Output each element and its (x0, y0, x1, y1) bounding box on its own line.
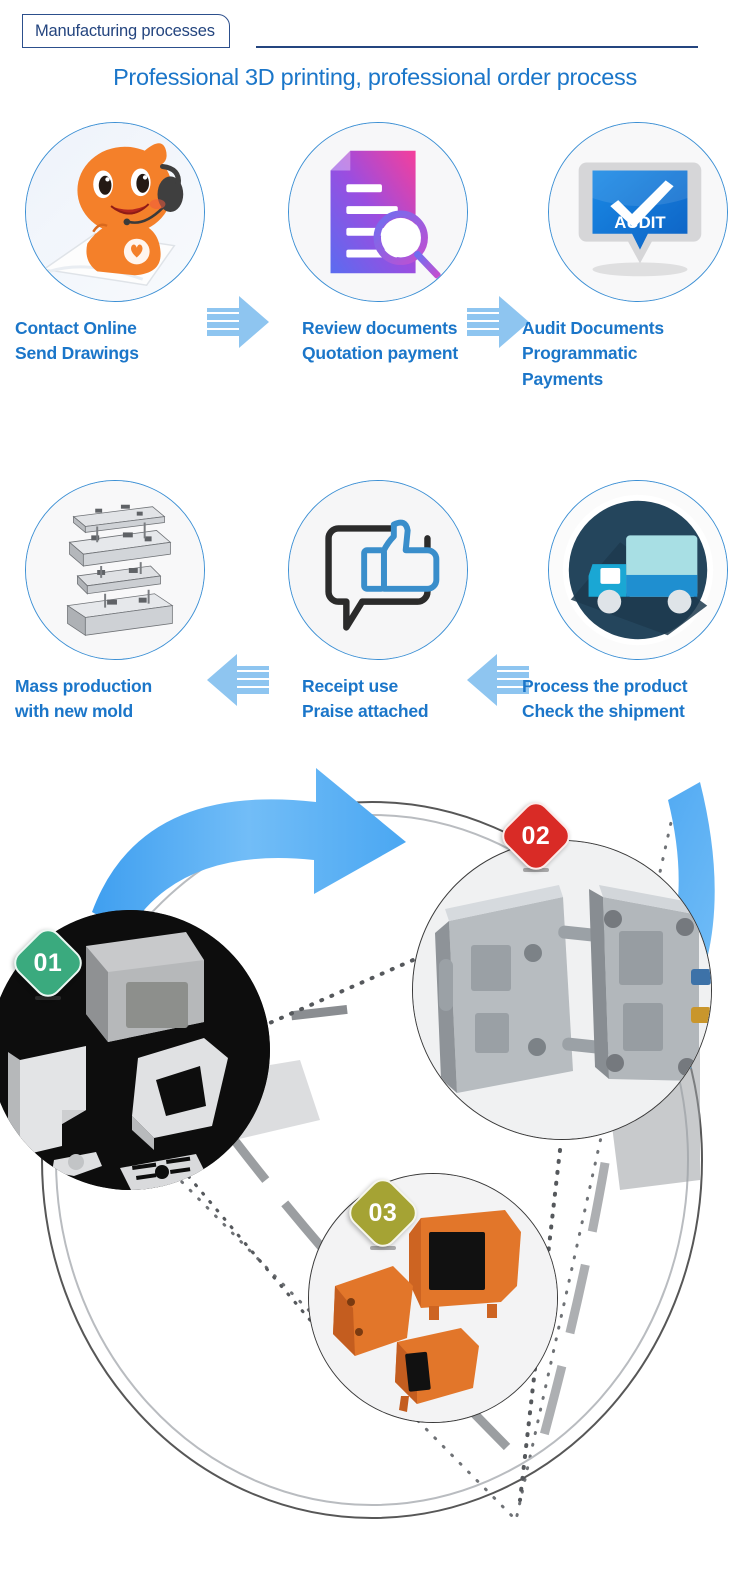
step-caption-line-3: Payments (522, 368, 604, 389)
step-caption-line-1: Mass production (15, 676, 153, 696)
exploded-mold-assembly-icon (26, 481, 204, 659)
step-caption: Mass production with new mold (0, 674, 235, 725)
step-caption-line-2: with new mold (15, 701, 133, 722)
page-title: Professional 3D printing, professional o… (113, 64, 637, 90)
step-caption: Audit Documents Programmatic Payments (518, 316, 750, 392)
document-review-icon (289, 123, 467, 301)
step-caption-line-2: Programmatic (522, 343, 638, 364)
step-icon-circle (25, 122, 205, 302)
step-caption-line-2: Send Drawings (15, 343, 139, 364)
molded-orange-parts-photo (308, 1173, 558, 1423)
step-caption: Receipt use Praise attached (258, 674, 498, 725)
page-header: Manufacturing processes Professional 3D … (0, 0, 750, 112)
node-badge-number: 01 (33, 948, 63, 977)
step-caption-line-1: Review documents (302, 318, 458, 338)
process-step-receipt-use: Receipt use Praise attached (258, 480, 498, 725)
step-caption: Review documents Quotation payment (258, 316, 498, 367)
flow-arrow-left-icon (205, 652, 271, 708)
section-tab-label: Manufacturing processes (22, 14, 230, 48)
step-icon-circle (288, 480, 468, 660)
header-divider-rule (256, 46, 698, 48)
delivery-truck-icon (549, 481, 727, 659)
cycle-arrow-top (92, 768, 406, 932)
flow-arrow-left-icon (465, 652, 531, 708)
step-icon-circle: AUDIT (548, 122, 728, 302)
step-icon-circle (288, 122, 468, 302)
process-step-review-documents: Review documents Quotation payment (258, 122, 498, 367)
badge-stem (370, 1246, 396, 1250)
process-step-contact-online: Contact Online Send Drawings (0, 122, 235, 367)
thumbs-up-review-icon (289, 481, 467, 659)
step-icon-circle (25, 480, 205, 660)
step-caption-line-1: Receipt use (302, 676, 399, 696)
steel-mold-photo (412, 840, 712, 1140)
step-caption-line-2: Praise attached (302, 701, 429, 722)
process-step-mass-production: Mass production with new mold (0, 480, 235, 725)
dotted-connector-3 (88, 1058, 312, 1322)
step-caption-line-1: Contact Online (15, 318, 137, 338)
step-caption: Contact Online Send Drawings (0, 316, 235, 367)
customer-service-mascot-icon (26, 123, 204, 301)
node-badge-number: 02 (521, 821, 551, 850)
flow-arrow-right-icon (205, 294, 271, 350)
step-caption: Process the product Check the shipment (518, 674, 750, 725)
process-step-process-product: Process the product Check the shipment (518, 480, 750, 725)
process-flow: Contact Online Send Drawings (0, 112, 750, 760)
flow-arrow-right-icon (465, 294, 531, 350)
step-icon-circle (548, 480, 728, 660)
step-caption-line-1: Audit Documents (522, 318, 664, 338)
process-step-audit-documents: AUDIT Audit Documents Programmatic Payme… (518, 122, 750, 392)
audit-badge-text: AUDIT (614, 213, 666, 232)
step-caption-line-2: Quotation payment (302, 343, 459, 364)
production-cycle-diagram: 01 02 03 (0, 760, 750, 1581)
step-caption-line-1: Process the product (522, 676, 688, 696)
node-badge-number: 03 (368, 1198, 398, 1227)
badge-stem (35, 996, 61, 1000)
step-caption-line-2: Check the shipment (522, 701, 685, 722)
audit-approved-icon: AUDIT (549, 123, 727, 301)
outer-cycle-ring (41, 801, 703, 1519)
